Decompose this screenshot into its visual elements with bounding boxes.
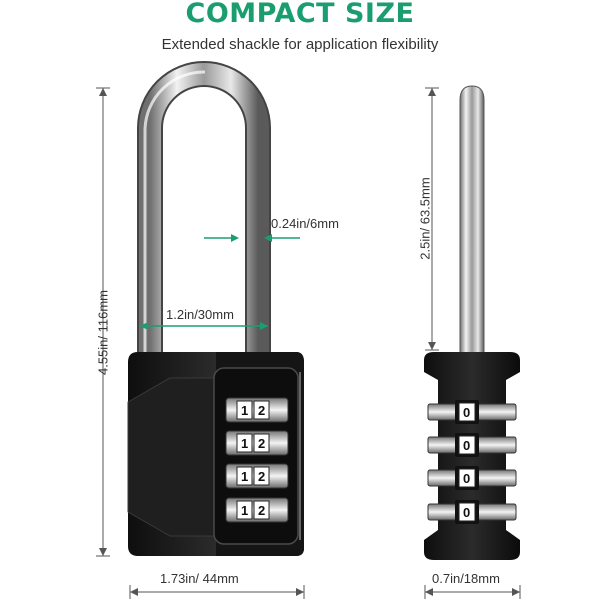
dim-body-width-label: 1.73in/ 44mm (160, 571, 239, 586)
dim-total-height-label: 4.55in/ 116mm (95, 289, 111, 376)
dim-side-depth-line (424, 585, 521, 599)
svg-text:0: 0 (463, 505, 470, 520)
dim-shackle-height-line (425, 87, 439, 351)
side-dial-1[interactable]: 0 (427, 400, 517, 424)
page-title: COMPACT SIZE (185, 0, 415, 29)
svg-text:0: 0 (463, 438, 470, 453)
svg-text:2: 2 (258, 469, 265, 484)
side-shackle (459, 85, 485, 361)
svg-text:0: 0 (463, 405, 470, 420)
svg-text:1: 1 (241, 403, 248, 418)
svg-text:1: 1 (241, 503, 248, 518)
front-dial-1[interactable]: 1 2 (225, 397, 289, 423)
page-subtitle: Extended shackle for application flexibi… (161, 36, 439, 53)
dim-total-height-line (96, 87, 110, 557)
dim-shackle-thickness-label: 0.24in/6mm (271, 216, 339, 231)
svg-text:0: 0 (463, 471, 470, 486)
svg-text:1: 1 (241, 469, 248, 484)
svg-text:2: 2 (258, 436, 265, 451)
side-dial-4[interactable]: 0 (427, 500, 517, 524)
dim-shackle-height-label: 2.5in/ 63.5mm (417, 177, 433, 260)
svg-text:1: 1 (241, 436, 248, 451)
svg-text:2: 2 (258, 503, 265, 518)
side-dial-3[interactable]: 0 (427, 466, 517, 490)
dim-side-depth-label: 0.7in/18mm (432, 571, 500, 586)
front-dial-4[interactable]: 1 2 (225, 497, 289, 523)
svg-text:2: 2 (258, 403, 265, 418)
dim-shackle-clearance-line (140, 322, 268, 330)
dim-shackle-thickness-line (204, 234, 300, 242)
front-shackle (137, 61, 271, 360)
dim-shackle-clearance-label: 1.2in/30mm (166, 307, 234, 322)
dim-body-width-line (129, 585, 305, 599)
side-dial-2[interactable]: 0 (427, 433, 517, 457)
front-dial-2[interactable]: 1 2 (225, 430, 289, 456)
front-dial-3[interactable]: 1 2 (225, 463, 289, 489)
